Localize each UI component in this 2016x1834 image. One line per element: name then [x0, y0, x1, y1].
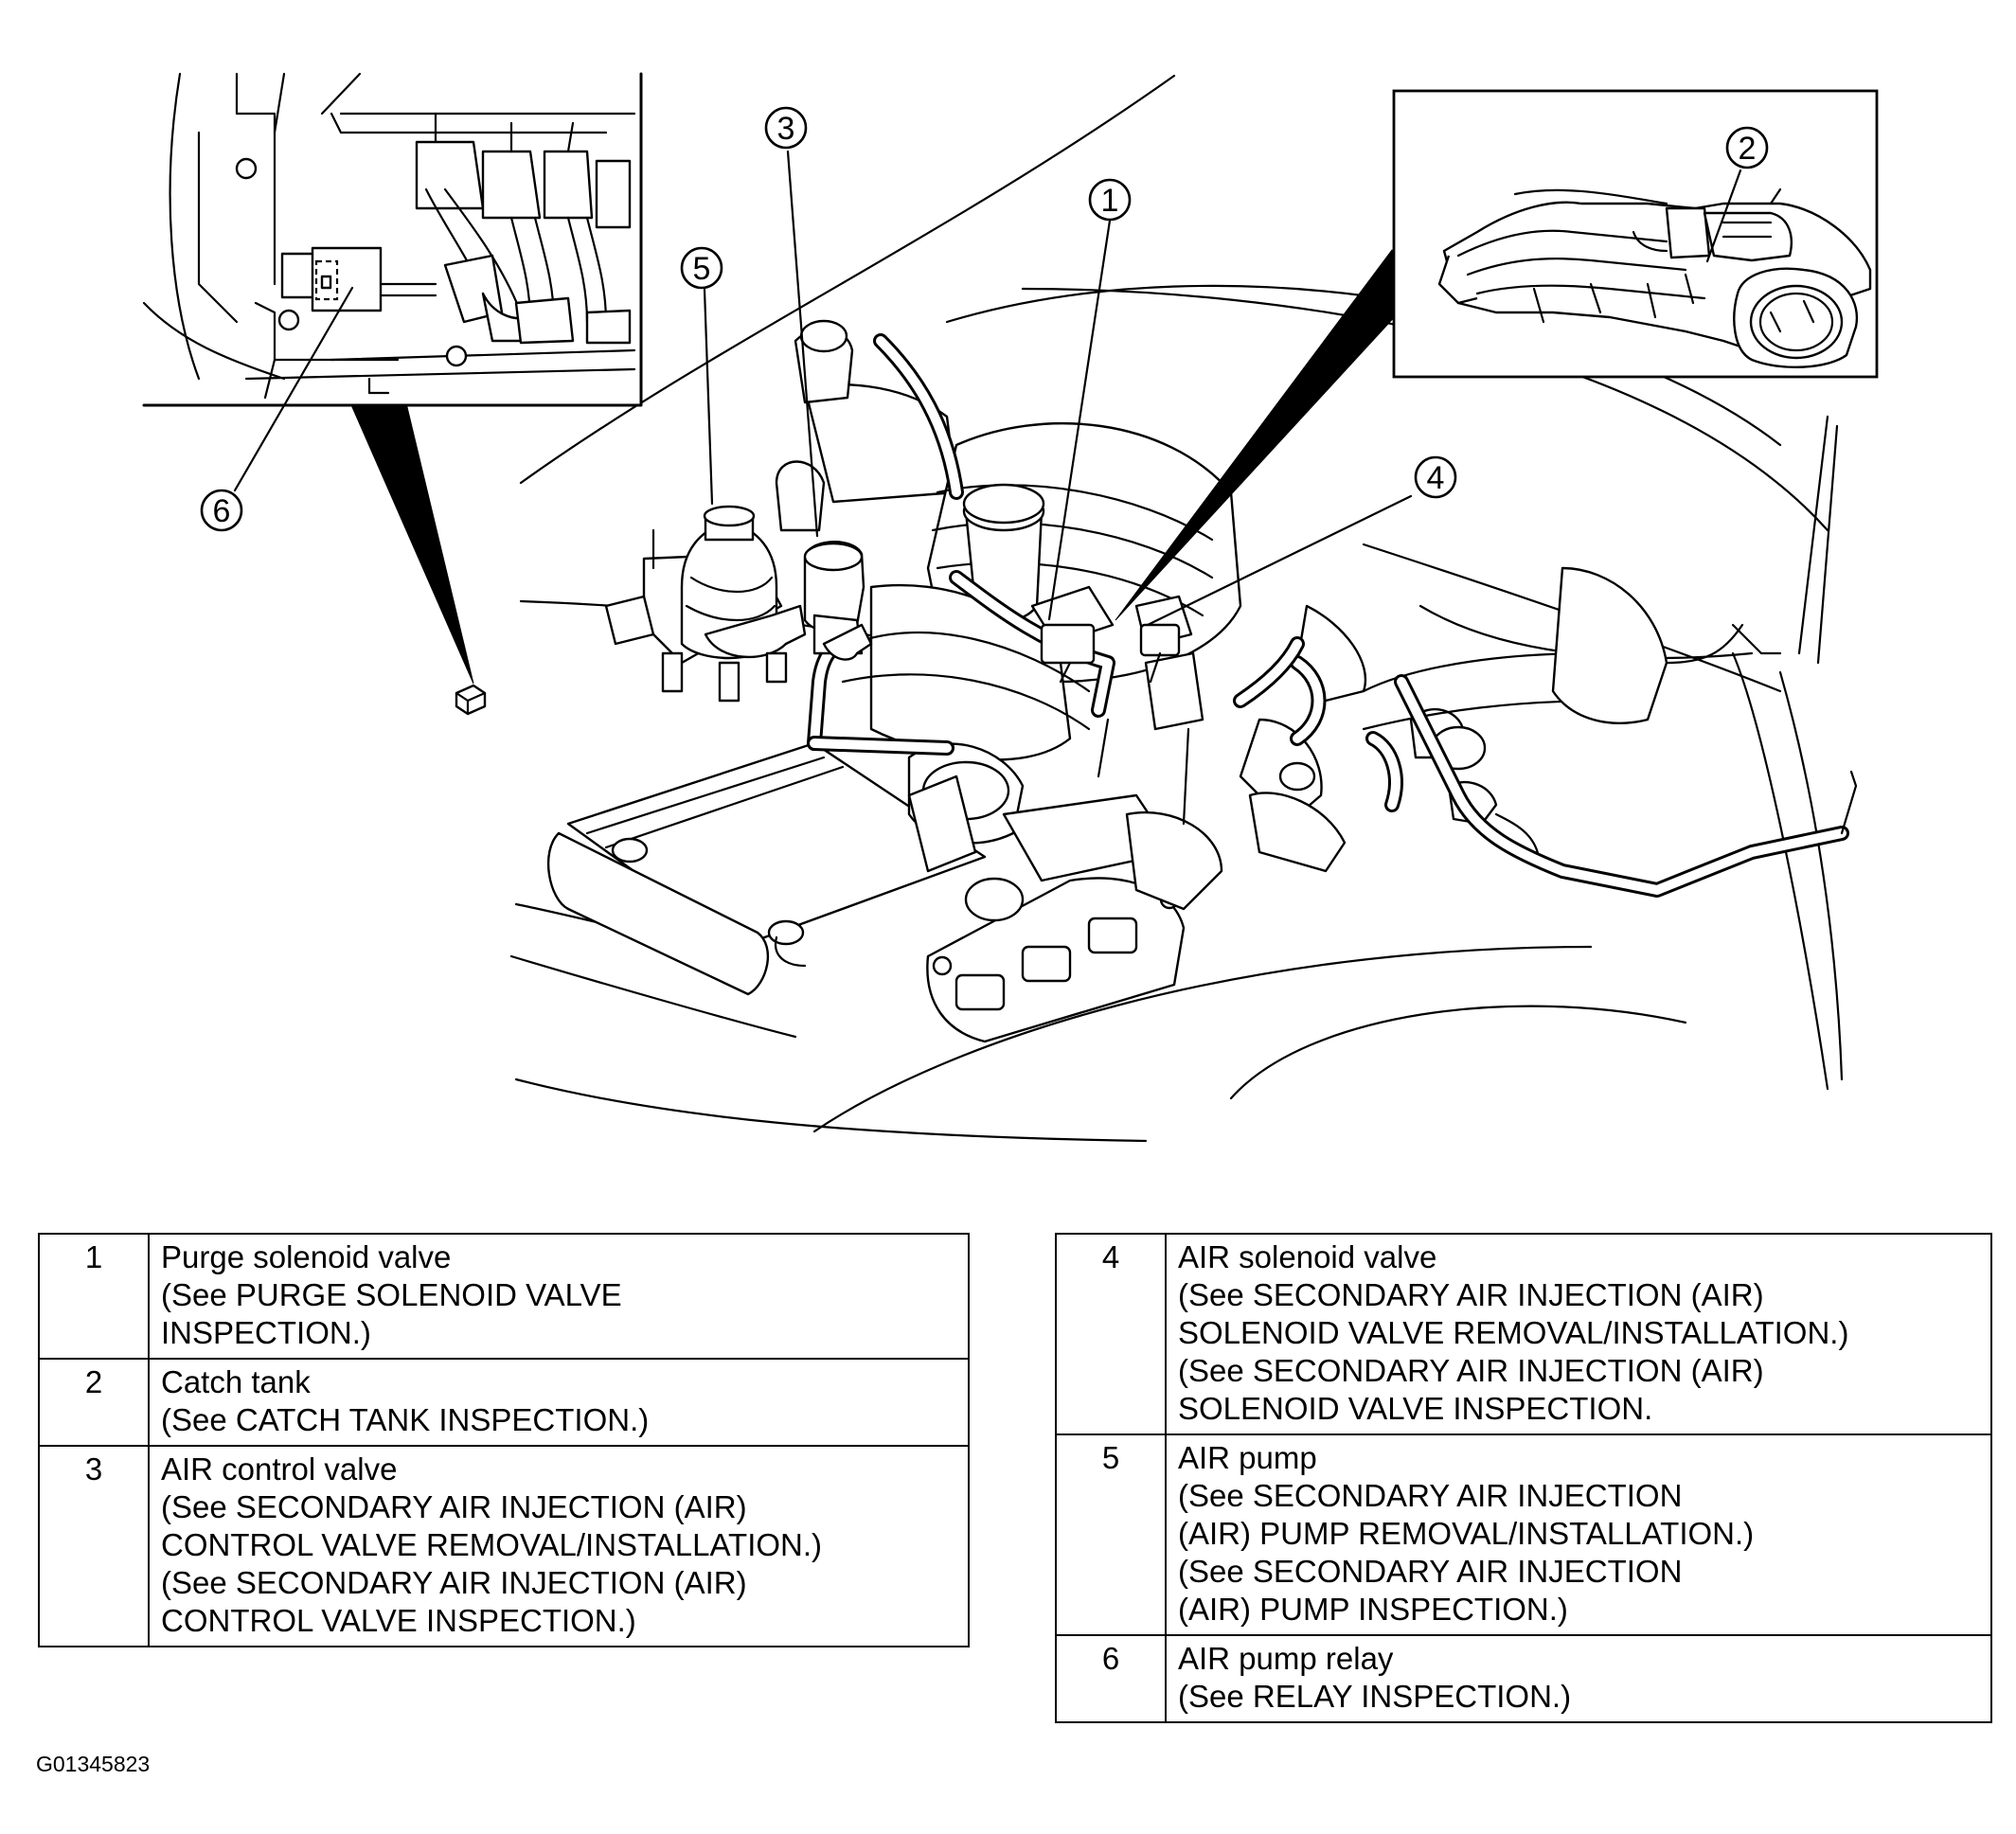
legend-description: Purge solenoid valve (See PURGE SOLENOID…	[148, 1233, 970, 1360]
callout-4-label: 4	[1427, 460, 1445, 496]
legend-line: Catch tank	[161, 1364, 311, 1399]
legend-row-5: 5 AIR pump (See SECONDARY AIR INJECTION …	[1055, 1433, 1992, 1636]
legend-line: (See RELAY INSPECTION.)	[1178, 1679, 1572, 1714]
relay-inset	[142, 72, 643, 407]
callout-2-label: 2	[1739, 131, 1757, 167]
legend-rows: 4 AIR solenoid valve (See SECONDARY AIR …	[1055, 1233, 1992, 1723]
legend-row-2: 2 Catch tank (See CATCH TANK INSPECTION.…	[38, 1358, 970, 1447]
legend-line: (See SECONDARY AIR INJECTION (AIR)	[161, 1489, 747, 1524]
callout-1: 1	[1088, 178, 1132, 222]
legend-line: AIR solenoid valve	[1178, 1239, 1437, 1274]
legend-description: AIR pump (See SECONDARY AIR INJECTION (A…	[1165, 1433, 1992, 1636]
legend-number: 5	[1055, 1433, 1167, 1636]
callout-4: 4	[1414, 455, 1457, 499]
legend-row-3: 3 AIR control valve (See SECONDARY AIR I…	[38, 1445, 970, 1647]
legend-line: (See SECONDARY AIR INJECTION	[1178, 1478, 1683, 1513]
legend-description: Catch tank (See CATCH TANK INSPECTION.)	[148, 1358, 970, 1447]
legend-rows: 1 Purge solenoid valve (See PURGE SOLENO…	[38, 1233, 970, 1647]
legend-table-right: 4 AIR solenoid valve (See SECONDARY AIR …	[1055, 1233, 1992, 1723]
callout-2: 2	[1725, 126, 1769, 169]
legend-row-4: 4 AIR solenoid valve (See SECONDARY AIR …	[1055, 1233, 1992, 1435]
legend-line: (See SECONDARY AIR INJECTION (AIR)	[161, 1565, 747, 1600]
legend-line: (See SECONDARY AIR INJECTION	[1178, 1554, 1683, 1589]
legend-number: 3	[38, 1445, 150, 1647]
legend-description: AIR pump relay (See RELAY INSPECTION.)	[1165, 1634, 1992, 1723]
legend-table-left: 1 Purge solenoid valve (See PURGE SOLENO…	[38, 1233, 970, 1647]
legend-number: 2	[38, 1358, 150, 1447]
callout-3: 3	[764, 106, 808, 150]
catch-tank-inset	[1392, 89, 1879, 379]
legend-row-6: 6 AIR pump relay (See RELAY INSPECTION.)	[1055, 1634, 1992, 1723]
legend-line: (See CATCH TANK INSPECTION.)	[161, 1402, 650, 1437]
callout-5: 5	[680, 246, 723, 290]
relay-pointer-wedge	[351, 406, 474, 685]
legend-line: CONTROL VALVE INSPECTION.)	[161, 1603, 636, 1638]
air-control-valve	[803, 541, 873, 661]
legend-number: 6	[1055, 1634, 1167, 1723]
legend-line: (AIR) PUMP REMOVAL/INSTALLATION.)	[1178, 1516, 1755, 1551]
legend-line: (See PURGE SOLENOID VALVE	[161, 1277, 622, 1312]
air-pump	[604, 505, 807, 703]
legend-description: AIR solenoid valve (See SECONDARY AIR IN…	[1165, 1233, 1992, 1435]
figure-id: G01345823	[36, 1752, 151, 1776]
legend-line: AIR control valve	[161, 1451, 398, 1487]
callout-5-label: 5	[693, 251, 711, 287]
callout-6-label: 6	[213, 493, 231, 529]
legend-number: 4	[1055, 1233, 1167, 1435]
relay-location-marker	[455, 684, 487, 716]
callout-6: 6	[200, 489, 243, 532]
legend-line: AIR pump	[1178, 1440, 1317, 1475]
legend-line: AIR pump relay	[1178, 1641, 1394, 1676]
legend-line: SOLENOID VALVE INSPECTION.	[1178, 1391, 1653, 1426]
legend-description: AIR control valve (See SECONDARY AIR INJ…	[148, 1445, 970, 1647]
legend-line: (See SECONDARY AIR INJECTION (AIR)	[1178, 1277, 1764, 1312]
legend-line: INSPECTION.)	[161, 1315, 371, 1350]
legend-line: Purge solenoid valve	[161, 1239, 452, 1274]
legend-number: 1	[38, 1233, 150, 1360]
legend-line: SOLENOID VALVE REMOVAL/INSTALLATION.)	[1178, 1315, 1849, 1350]
legend-row-1: 1 Purge solenoid valve (See PURGE SOLENO…	[38, 1233, 970, 1360]
legend-line: (AIR) PUMP INSPECTION.)	[1178, 1592, 1568, 1627]
callout-3-label: 3	[777, 111, 795, 147]
legend-line: CONTROL VALVE REMOVAL/INSTALLATION.)	[161, 1527, 823, 1562]
legend-line: (See SECONDARY AIR INJECTION (AIR)	[1178, 1353, 1764, 1388]
vehicle-body-outline	[509, 74, 1844, 1143]
leader-lines	[233, 150, 1742, 627]
radiator-assembly	[546, 741, 987, 996]
callout-1-label: 1	[1101, 183, 1119, 219]
